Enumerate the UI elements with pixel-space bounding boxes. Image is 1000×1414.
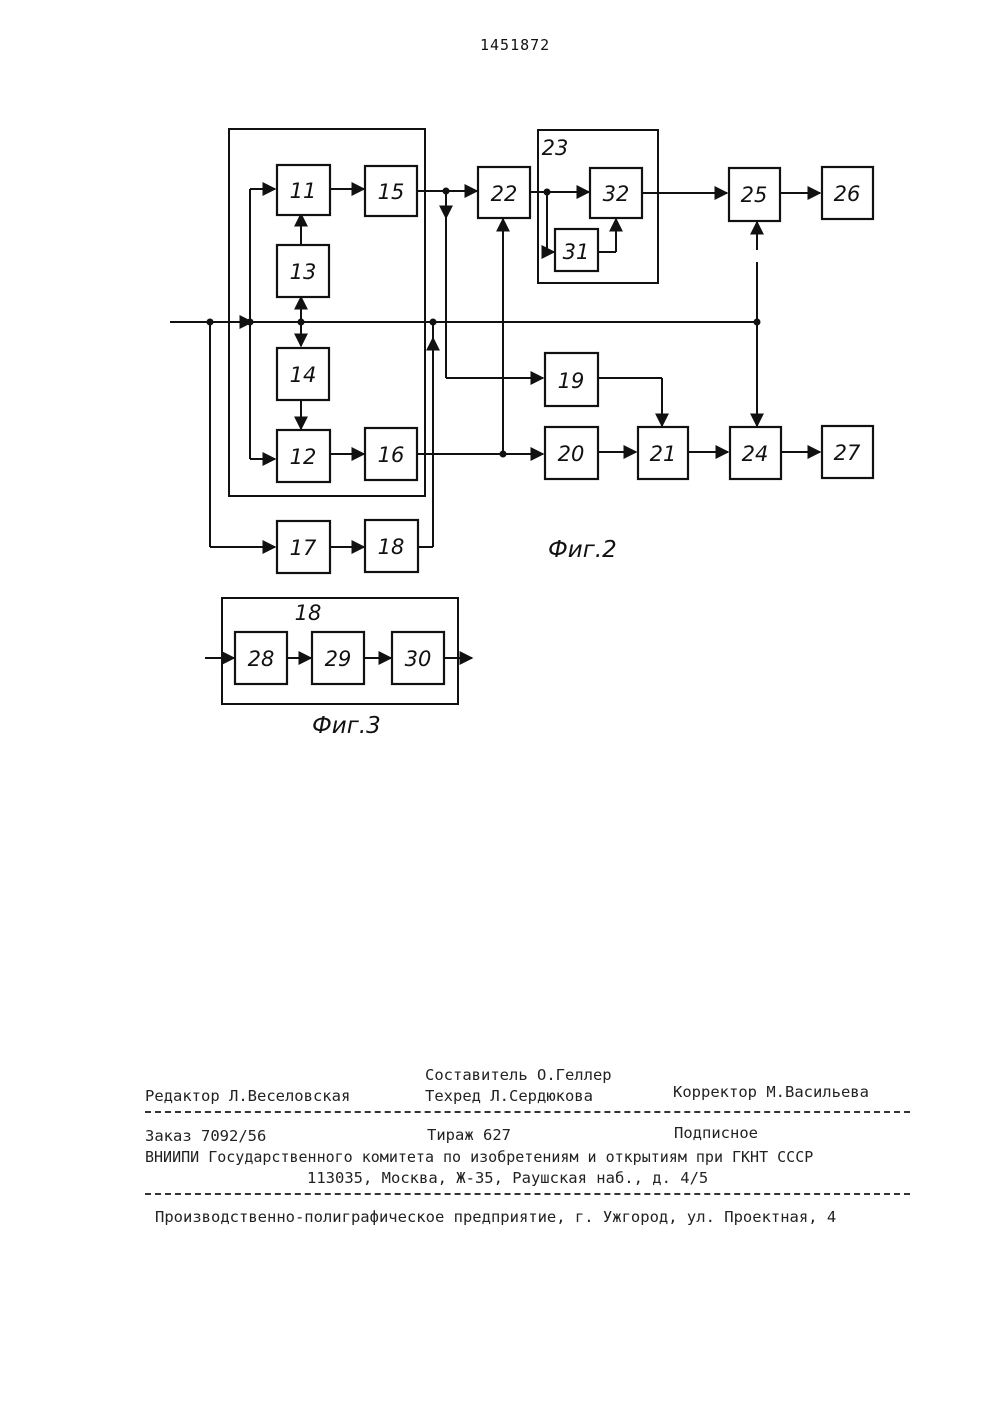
- footer-circulation: Тираж 627: [427, 1126, 511, 1144]
- svg-text:25: 25: [741, 183, 768, 207]
- footer-techred: Техред Л.Сердюкова: [425, 1087, 593, 1105]
- svg-text:14: 14: [290, 363, 317, 387]
- block-16: 16: [365, 428, 417, 480]
- svg-text:21: 21: [650, 442, 677, 466]
- svg-text:29: 29: [325, 647, 352, 671]
- block-21: 21: [638, 427, 688, 479]
- svg-text:19: 19: [558, 369, 585, 393]
- block-32: 32: [590, 168, 642, 218]
- footer-compiler: Составитель О.Геллер: [425, 1066, 612, 1084]
- svg-text:17: 17: [290, 536, 317, 560]
- block-24: 24: [730, 427, 781, 479]
- footer-institute: ВНИИПИ Государственного комитета по изоб…: [145, 1148, 813, 1166]
- block-13: 13: [277, 245, 329, 297]
- footer-corrector: Корректор М.Васильева: [673, 1083, 869, 1101]
- block-19: 19: [545, 353, 598, 406]
- group-23-label: 23: [542, 136, 569, 160]
- footer-order: Заказ 7092/56: [145, 1127, 266, 1145]
- footer-printer: Производственно-полиграфическое предприя…: [155, 1208, 836, 1226]
- svg-text:20: 20: [558, 442, 585, 466]
- block-11: 11: [277, 165, 330, 215]
- block-20: 20: [545, 427, 598, 479]
- connection-lines: [170, 189, 757, 547]
- footer-address: 113035, Москва, Ж-35, Раушская наб., д. …: [307, 1169, 708, 1187]
- block-17: 17: [277, 521, 330, 573]
- svg-text:12: 12: [290, 445, 317, 469]
- svg-text:32: 32: [603, 182, 630, 206]
- footer-subscription: Подписное: [674, 1124, 758, 1142]
- group-18-label: 18: [295, 601, 322, 625]
- block-12: 12: [277, 430, 330, 482]
- block-29: 29: [312, 632, 364, 684]
- svg-text:27: 27: [834, 441, 861, 465]
- svg-text:11: 11: [290, 179, 317, 203]
- figure-3-caption: Фиг.3: [312, 713, 381, 739]
- svg-text:28: 28: [248, 647, 275, 671]
- block-diagram: 11 15 13 14 12 16 17 18 22 32 31 25 26 1…: [0, 0, 1000, 760]
- block-14: 14: [277, 348, 329, 400]
- svg-text:30: 30: [405, 647, 432, 671]
- signal-arrows: [170, 189, 820, 658]
- figure-2-caption: Фиг.2: [548, 537, 617, 563]
- svg-text:13: 13: [290, 260, 317, 284]
- block-25: 25: [729, 168, 780, 221]
- divider-bottom: [145, 1193, 910, 1195]
- footer-editor: Редактор Л.Веселовская: [145, 1087, 350, 1105]
- svg-text:26: 26: [834, 182, 861, 206]
- block-27: 27: [822, 426, 873, 478]
- block-30: 30: [392, 632, 444, 684]
- block-18: 18: [365, 520, 418, 572]
- block-28: 28: [235, 632, 287, 684]
- svg-text:15: 15: [378, 180, 405, 204]
- svg-text:22: 22: [491, 182, 518, 206]
- svg-text:18: 18: [378, 535, 405, 559]
- divider-top: [145, 1111, 910, 1113]
- block-31: 31: [555, 229, 598, 271]
- block-22: 22: [478, 167, 530, 218]
- svg-text:16: 16: [378, 443, 405, 467]
- svg-text:24: 24: [742, 442, 769, 466]
- block-26: 26: [822, 167, 873, 219]
- svg-text:31: 31: [563, 240, 590, 264]
- block-15: 15: [365, 166, 417, 216]
